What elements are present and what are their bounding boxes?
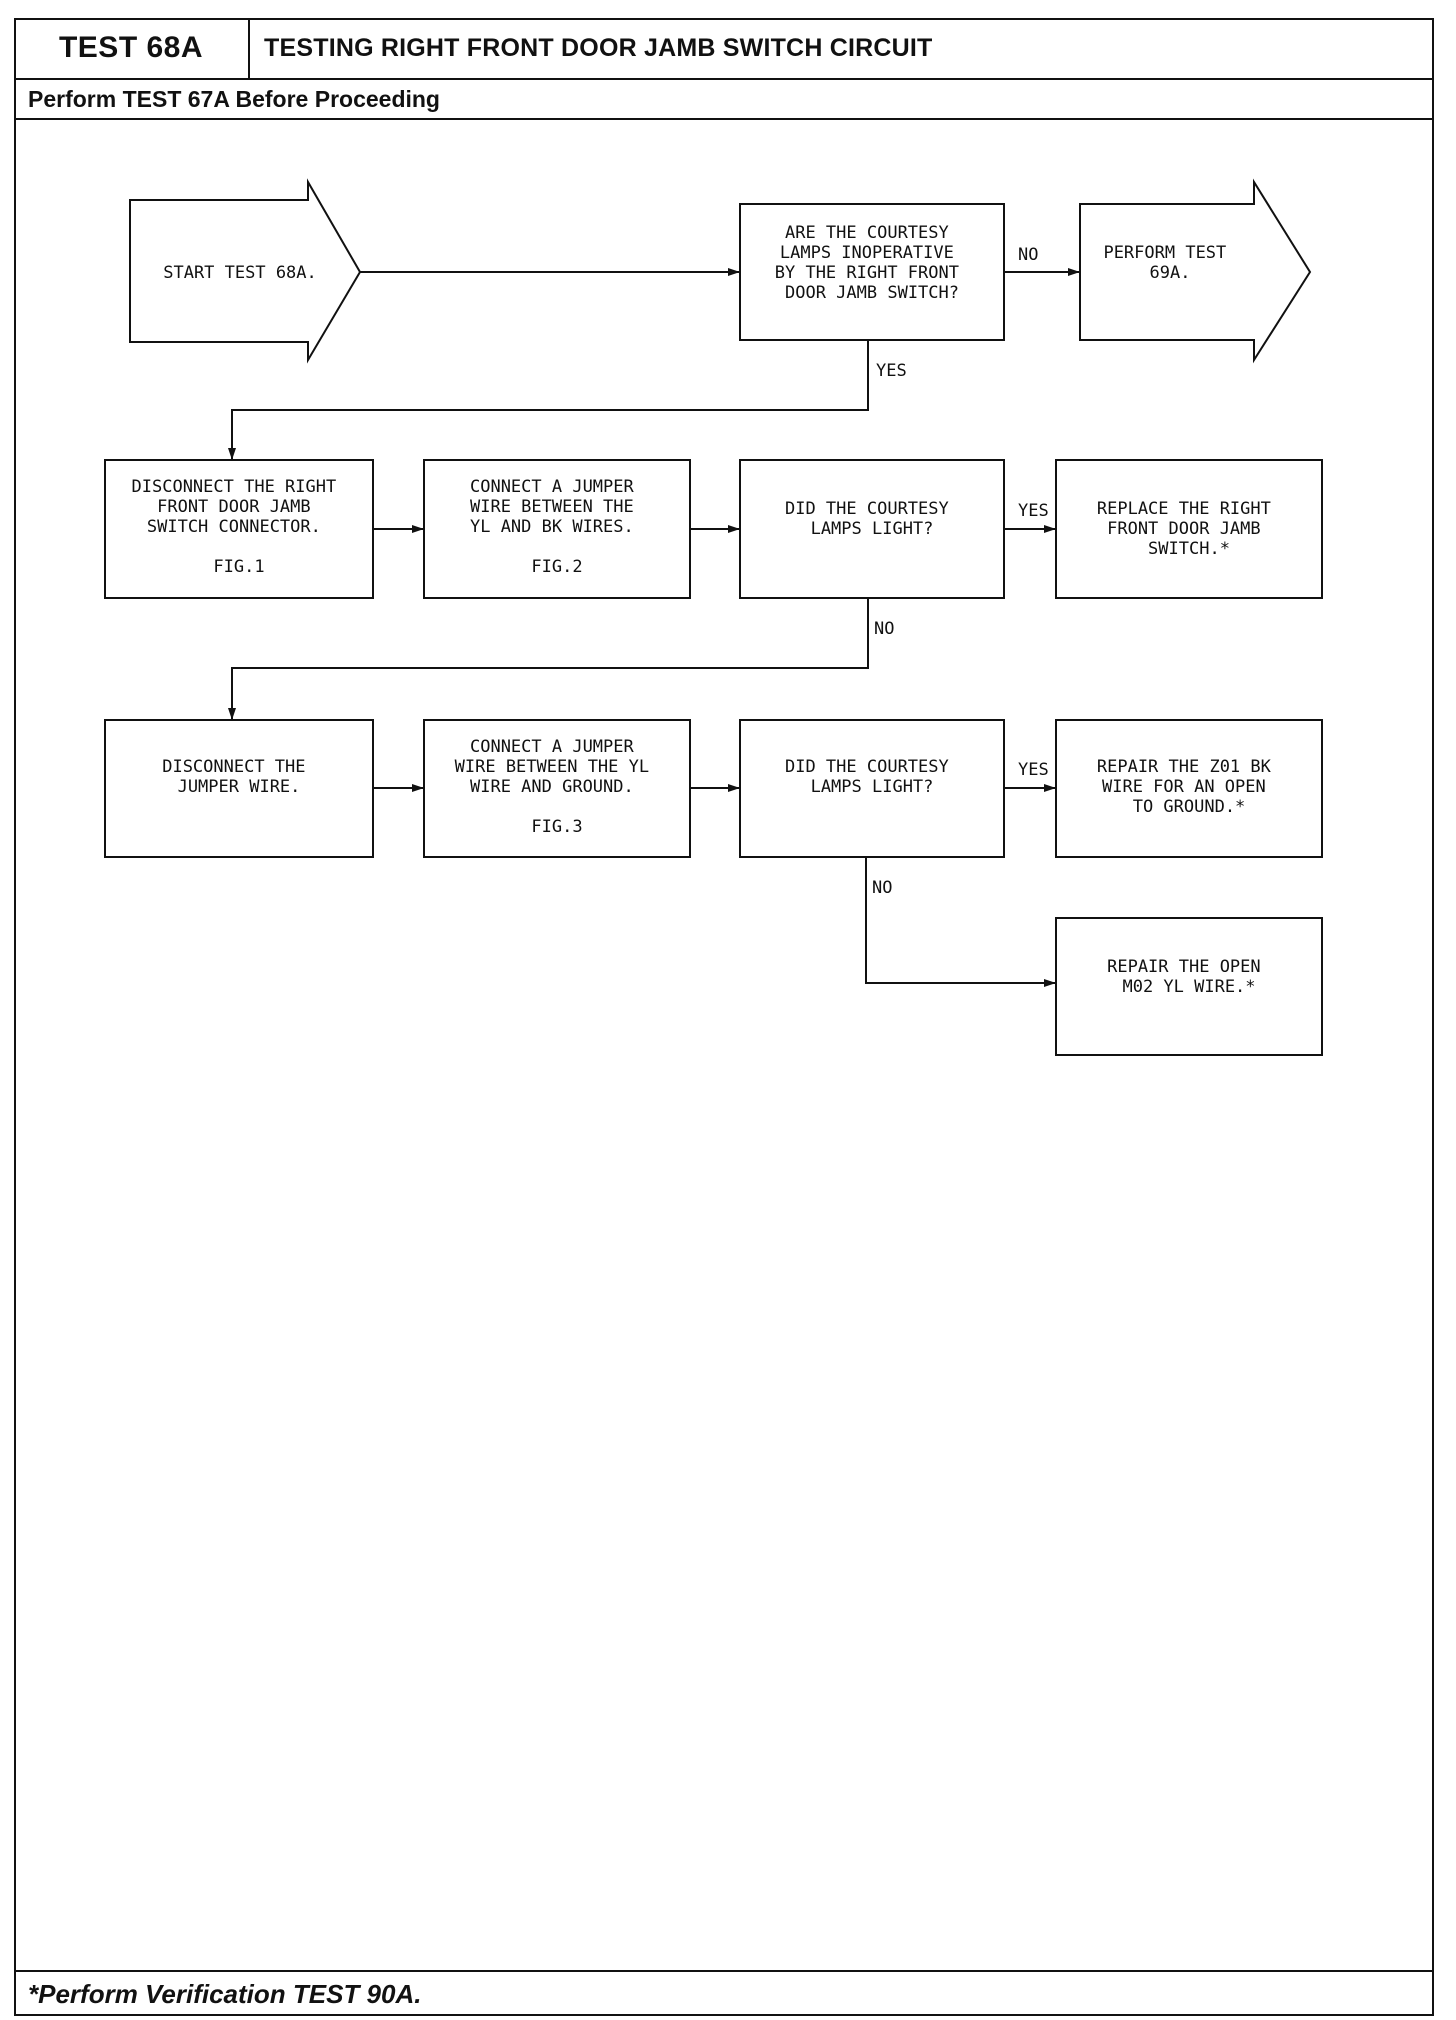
question-1-text: ARE THE COURTESY LAMPS INOPERATIVE BY TH… xyxy=(775,223,969,303)
repair-m02-text: REPAIR THE OPEN M02 YL WIRE.* xyxy=(1107,957,1271,997)
repair-z01-text: REPAIR THE Z01 BK WIRE FOR AN OPEN TO GR… xyxy=(1097,757,1281,817)
question-2-line: LAMPS LIGHT? xyxy=(811,519,934,539)
q1-yes-connector xyxy=(228,340,869,460)
test-id: TEST 68A xyxy=(14,18,250,78)
replace-switch-line: FRONT DOOR JAMB xyxy=(1107,519,1261,539)
step-3-text: DISCONNECT THE JUMPER WIRE. xyxy=(162,757,316,797)
step-4-line: WIRE AND GROUND. xyxy=(470,777,634,797)
q3-no-connector xyxy=(865,857,1056,987)
start-text: START TEST 68A. xyxy=(163,263,317,283)
replace-switch-line: SWITCH.* xyxy=(1148,539,1230,559)
question-3-line: LAMPS LIGHT? xyxy=(811,777,934,797)
question-3-line: DID THE COURTESY xyxy=(785,757,949,777)
step-1-fig: FIG.1 xyxy=(213,557,264,577)
q2-no-connector xyxy=(228,598,869,720)
question-1-line: LAMPS INOPERATIVE xyxy=(780,243,954,263)
test-title: TESTING RIGHT FRONT DOOR JAMB SWITCH CIR… xyxy=(264,33,933,62)
repair-m02-line: REPAIR THE OPEN xyxy=(1107,957,1261,977)
step-4-line: WIRE BETWEEN THE YL xyxy=(455,757,649,777)
q1-no-label: NO xyxy=(1018,245,1038,265)
step-4-fig: FIG.3 xyxy=(531,817,582,837)
q1-yes-label: YES xyxy=(876,361,907,381)
footer-row: *Perform Verification TEST 90A. xyxy=(14,1970,1434,2016)
perform-test-line: 69A. xyxy=(1150,263,1191,283)
question-1-line: ARE THE COURTESY xyxy=(785,223,949,243)
prerequisite-row: Perform TEST 67A Before Proceeding xyxy=(14,80,1434,120)
replace-switch-box xyxy=(1055,459,1323,599)
page-frame xyxy=(14,18,1434,2016)
step-2-text: CONNECT A JUMPER WIRE BETWEEN THE YL AND… xyxy=(470,477,644,577)
step-1-text: DISCONNECT THE RIGHT FRONT DOOR JAMB SWI… xyxy=(132,477,347,577)
question-1-line: BY THE RIGHT FRONT xyxy=(775,263,959,283)
repair-m02-line: M02 YL WIRE.* xyxy=(1122,977,1255,997)
step-3-line: DISCONNECT THE xyxy=(162,757,305,777)
q2-no-label: NO xyxy=(874,619,894,639)
step-3-line: JUMPER WIRE. xyxy=(178,777,301,797)
question-1-line: DOOR JAMB SWITCH? xyxy=(785,283,959,303)
q2-yes-label: YES xyxy=(1018,501,1049,521)
start-arrow-shape xyxy=(129,178,362,364)
step-4-text: CONNECT A JUMPER WIRE BETWEEN THE YL WIR… xyxy=(455,737,660,837)
replace-switch-text: REPLACE THE RIGHT FRONT DOOR JAMB SWITCH… xyxy=(1097,499,1281,559)
repair-m02-box xyxy=(1055,917,1323,1056)
verification-note: *Perform Verification TEST 90A. xyxy=(28,1978,422,2009)
q3-yes-label: YES xyxy=(1018,760,1049,780)
question-2-line: DID THE COURTESY xyxy=(785,499,949,519)
start-text-line: START TEST 68A. xyxy=(163,263,317,283)
replace-switch-line: REPLACE THE RIGHT xyxy=(1097,499,1271,519)
repair-z01-line: TO GROUND.* xyxy=(1133,797,1246,817)
prerequisite-text: Perform TEST 67A Before Proceeding xyxy=(28,85,440,112)
step-4-line: CONNECT A JUMPER xyxy=(470,737,635,757)
step-2-fig: FIG.2 xyxy=(531,557,582,577)
repair-z01-line: WIRE FOR AN OPEN xyxy=(1102,777,1266,797)
repair-z01-line: REPAIR THE Z01 BK xyxy=(1097,757,1272,777)
perform-test-line: PERFORM TEST xyxy=(1103,243,1226,263)
question-2-text: DID THE COURTESY LAMPS LIGHT? xyxy=(785,499,959,539)
step-2-line: WIRE BETWEEN THE xyxy=(470,497,634,517)
header-row: TEST 68A TESTING RIGHT FRONT DOOR JAMB S… xyxy=(14,18,1434,80)
step-1-line: DISCONNECT THE RIGHT xyxy=(132,477,337,497)
step-2-line: YL AND BK WIRES. xyxy=(470,517,634,537)
step-1-line: SWITCH CONNECTOR. xyxy=(147,517,321,537)
perform-test-text: PERFORM TEST 69A. xyxy=(1103,243,1236,283)
step-2-line: CONNECT A JUMPER xyxy=(470,477,635,497)
perform-test-arrow-shape xyxy=(1079,178,1312,364)
q3-no-label: NO xyxy=(872,878,892,898)
repair-z01-box xyxy=(1055,719,1323,858)
question-3-text: DID THE COURTESY LAMPS LIGHT? xyxy=(785,757,959,797)
step-1-line: FRONT DOOR JAMB xyxy=(157,497,311,517)
